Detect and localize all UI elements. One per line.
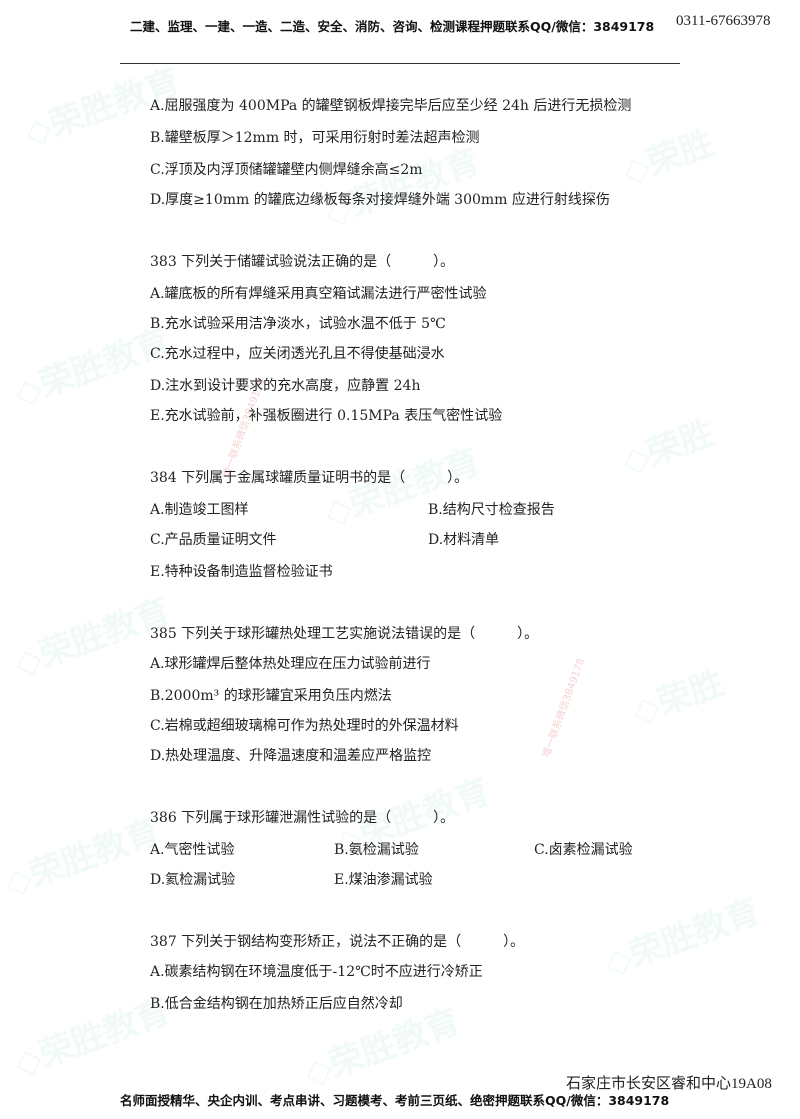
question-385-option-c: C.岩棉或超细玻璃棉可作为热处理时的外保温材料 <box>150 718 459 734</box>
question-387-option-a: A.碳素结构钢在环境温度低于-12℃时不应进行冷矫正 <box>150 964 483 980</box>
question-383-option-e: E.充水试验前，补强板圈进行 0.15MPa 表压气密性试验 <box>150 408 503 424</box>
watermark-logo: ◇荣胜教育 <box>319 141 486 235</box>
question-384-option-a: A.制造竣工图样 <box>150 502 249 518</box>
question-384-option-d: D.材料清单 <box>428 532 500 548</box>
watermark-logo: ◇荣胜 <box>617 122 720 193</box>
question-385-option-d: D.热处理温度、升降温速度和温差应严格监控 <box>150 748 432 764</box>
header-divider <box>120 63 680 64</box>
question-384-option-c: C.产品质量证明文件 <box>150 532 277 548</box>
question-386-option-d: D.氦检漏试验 <box>150 872 236 888</box>
watermark-logo: ◇荣胜 <box>627 662 730 733</box>
question-386-option-c: C.卤素检漏试验 <box>534 842 633 858</box>
question-383-option-b: B.充水试验采用洁净淡水，试验水温不低于 5℃ <box>150 316 446 332</box>
footer-promo: 名师面授精华、央企内训、考点串讲、习题模考、考前三页纸、绝密押题联系QQ/微信：… <box>120 1093 670 1108</box>
question-385-stem: 385 下列关于球形罐热处理工艺实施说法错误的是（ ）。 <box>150 626 539 642</box>
question-384-stem: 384 下列属于金属球罐质量证明书的是（ ）。 <box>150 470 469 486</box>
question-387-option-b: B.低合金结构钢在加热矫正后应自然冷却 <box>150 996 403 1012</box>
question-385-option-b: B.2000m³ 的球形罐宜采用负压内燃法 <box>150 688 392 704</box>
option-prev-c: C.浮顶及内浮顶储罐罐壁内侧焊缝余高≤2m <box>150 162 423 178</box>
question-383-option-c: C.充水过程中，应关闭透光孔且不得使基础浸水 <box>150 346 445 362</box>
question-383-stem: 383 下列关于储罐试验说法正确的是（ ）。 <box>150 254 455 270</box>
question-386-option-b: B.氨检漏试验 <box>334 842 419 858</box>
watermark-logo: ◇荣胜 <box>617 412 720 483</box>
option-prev-a: A.屈服强度为 400MPa 的罐壁钢板焊接完毕后应至少经 24h 后进行无损检… <box>150 98 632 114</box>
header-phone: 0311-67663978 <box>676 13 771 29</box>
watermark-logo: ◇荣胜教育 <box>599 891 766 985</box>
question-384-option-e: E.特种设备制造监督检验证书 <box>150 564 333 580</box>
header-courses: 二建、监理、一建、一造、二造、安全、消防、咨询、检测课程押题联系QQ/微信：38… <box>130 19 655 34</box>
question-383-option-a: A.罐底板的所有焊缝采用真空箱试漏法进行严密性试验 <box>150 286 487 302</box>
question-387-stem: 387 下列关于钢结构变形矫正，说法不正确的是（ ）。 <box>150 934 525 950</box>
question-386-stem: 386 下列属于球形罐泄漏性试验的是（ ）。 <box>150 810 455 826</box>
question-386-option-a: A.气密性试验 <box>150 842 235 858</box>
option-prev-b: B.罐壁板厚＞12mm 时，可采用衍射时差法超声检测 <box>150 130 480 146</box>
question-384-option-b: B.结构尺寸检查报告 <box>428 502 555 518</box>
question-386-option-e: E.煤油渗漏试验 <box>334 872 433 888</box>
question-383-option-d: D.注水到设计要求的充水高度，应静置 24h <box>150 378 421 394</box>
watermark-contact: 增一联系微信3849178 <box>541 657 588 760</box>
watermark-logo: ◇荣胜教育 <box>0 811 166 905</box>
option-prev-d: D.厚度≥10mm 的罐底边缘板每条对接焊缝外端 300mm 应进行射线探伤 <box>150 192 610 208</box>
footer-address: 石家庄市长安区睿和中心19A08 <box>566 1076 772 1092</box>
question-385-option-a: A.球形罐焊后整体热处理应在压力试验前进行 <box>150 656 431 672</box>
